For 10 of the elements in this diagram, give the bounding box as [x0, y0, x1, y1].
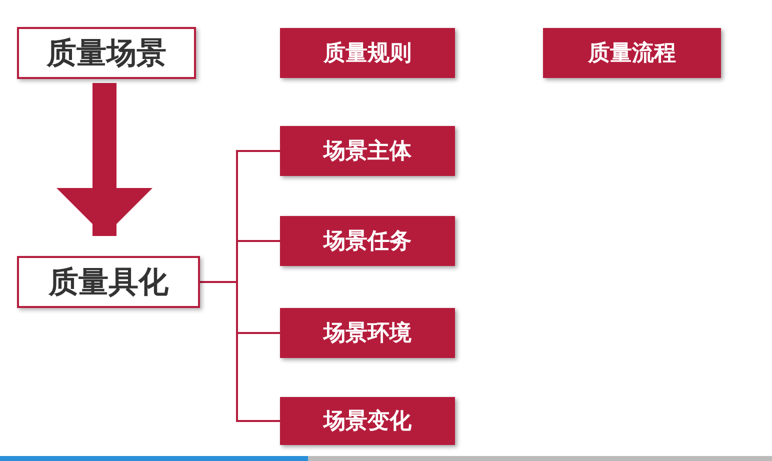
- topic-box: 场景环境: [280, 308, 455, 358]
- topic-box: 质量流程: [543, 28, 721, 78]
- block-arrow: [56, 83, 152, 236]
- heading-box: 质量具化: [17, 256, 200, 308]
- bracket-line: [200, 281, 280, 422]
- topic-box: 场景变化: [280, 397, 455, 445]
- topic-box: 场景主体: [280, 126, 455, 176]
- topic-box: 质量规则: [280, 28, 455, 78]
- heading-box: 质量场景: [17, 27, 196, 79]
- topic-box: 场景任务: [280, 216, 455, 266]
